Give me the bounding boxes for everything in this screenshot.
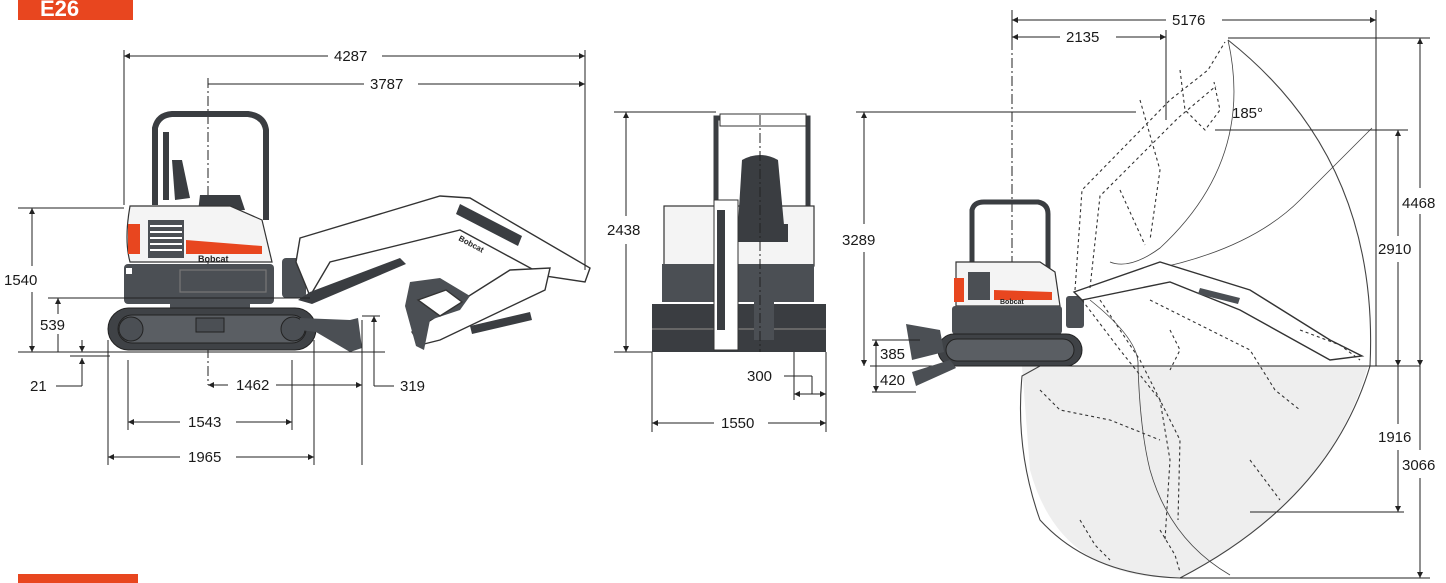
side-brand-logo: Bobcat [198,254,229,264]
dim-blade-lift: 385 [880,346,905,363]
dim-blade-drop: 319 [400,378,425,395]
dim-blade-height: 539 [40,317,65,334]
bottom-tab [18,574,138,583]
range-brand-logo: Bobcat [1000,299,1024,306]
dim-blade-depth: 420 [880,372,905,389]
front-view-dimensions: 2438 300 1550 [607,111,827,432]
dim-max-height: 4468 [1402,195,1435,212]
dim-transport-length: 3787 [370,76,403,93]
model-tab [18,0,133,20]
dim-overall-width: 1550 [721,415,754,432]
dim-overall-height: 2438 [607,222,640,239]
side-view-excavator: Bobcat Bobcat [107,78,591,385]
dim-max-reach: 5176 [1172,12,1205,29]
model-label: E26 [40,0,79,21]
side-view-dimensions: 4287 3787 1540 539 21 1462 [4,48,586,466]
dim-track-length: 1965 [188,449,221,466]
dim-overall-length: 4287 [334,48,367,65]
dim-track-width: 300 [747,368,772,385]
dim-min-radius: 2135 [1066,29,1099,46]
dim-blade-reach: 1462 [236,377,269,394]
dim-ground-clearance: 21 [30,378,47,395]
working-range-dimensions: 5176 2135 185° 4468 2910 3289 385 [842,10,1435,579]
dim-upper-height: 1540 [4,272,37,289]
dim-dump-height: 2910 [1378,241,1411,258]
dim-track-contact: 1543 [188,414,221,431]
dim-max-dig-depth: 3066 [1402,457,1435,474]
dim-vertical-dig: 1916 [1378,429,1411,446]
dim-bucket-angle: 185° [1232,105,1263,122]
dim-boom-height: 3289 [842,232,875,249]
front-view-excavator [652,113,826,352]
working-range-excavator: Bobcat [906,41,1365,573]
